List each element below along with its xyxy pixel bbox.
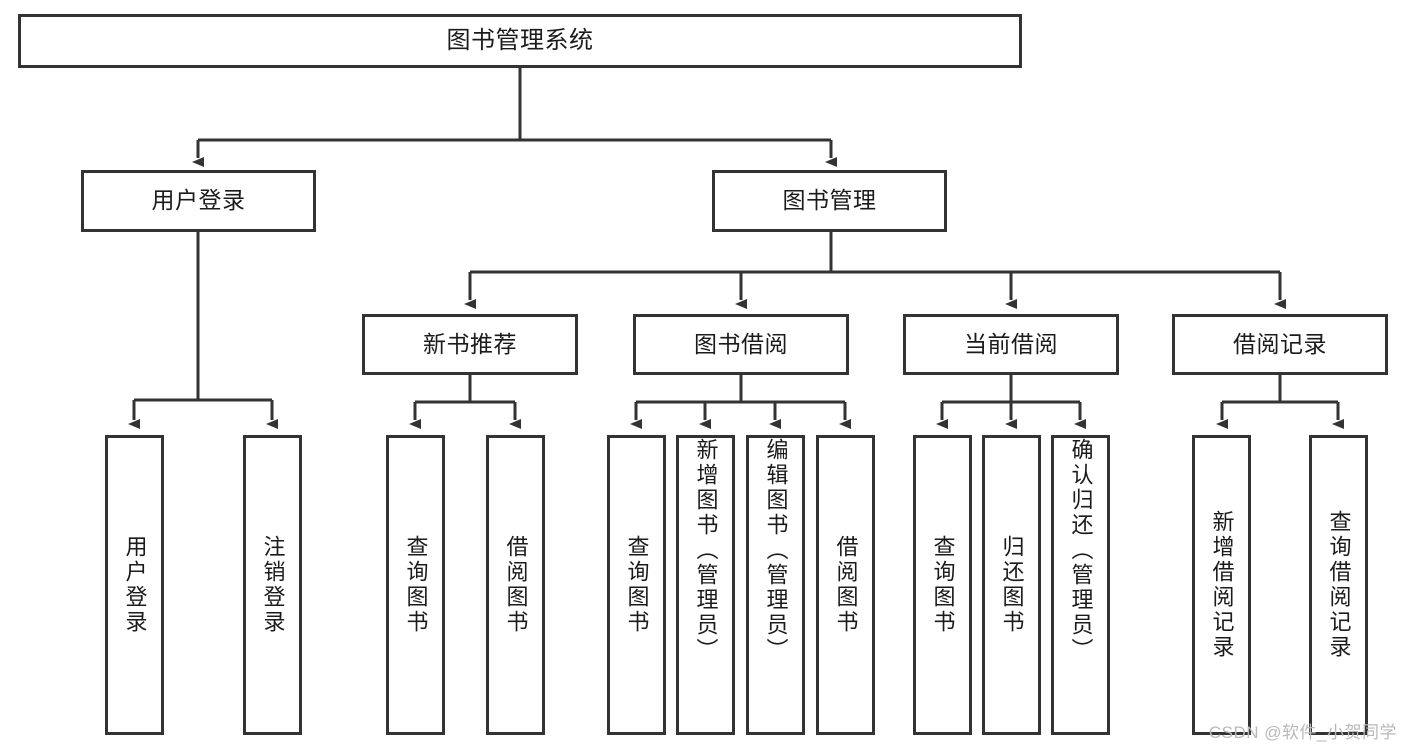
- leaf-confirm-return-admin[interactable]: 确认归还（管理员）: [1051, 435, 1110, 735]
- leaf-query-book-recommend[interactable]: 查询图书: [386, 435, 445, 735]
- node-label: 查询图书: [624, 535, 650, 635]
- node-book-management[interactable]: 图书管理: [712, 170, 947, 232]
- csdn-watermark: CSDN @软件_小贺同学: [1208, 723, 1397, 742]
- node-label: 用户登录: [122, 535, 148, 635]
- node-new-book-recommend[interactable]: 新书推荐: [362, 314, 578, 375]
- leaf-add-borrow-record[interactable]: 新增借阅记录: [1192, 435, 1251, 735]
- node-label: 查询图书: [930, 535, 956, 635]
- node-label: 新增图书（管理员）: [693, 438, 719, 663]
- leaf-logout-login[interactable]: 注销登录: [243, 435, 302, 735]
- node-user-login[interactable]: 用户登录: [81, 170, 316, 232]
- node-label: 新增借阅记录: [1209, 510, 1235, 660]
- node-label: 注销登录: [260, 535, 286, 635]
- leaf-query-book-current[interactable]: 查询图书: [913, 435, 972, 735]
- node-label: 用户登录: [151, 187, 246, 214]
- node-label: 图书借阅: [694, 330, 788, 357]
- leaf-user-login[interactable]: 用户登录: [105, 435, 164, 735]
- leaf-edit-book-admin[interactable]: 编辑图书（管理员）: [746, 435, 805, 735]
- node-label: 图书管理: [782, 187, 877, 214]
- node-label: 图书管理系统: [446, 26, 594, 54]
- node-label: 确认归还（管理员）: [1068, 438, 1094, 663]
- node-label: 查询图书: [403, 535, 429, 635]
- node-label: 编辑图书（管理员）: [763, 438, 789, 663]
- node-label: 查询借阅记录: [1326, 510, 1352, 660]
- node-label: 借阅图书: [833, 535, 859, 635]
- node-label: 借阅记录: [1233, 330, 1327, 357]
- node-label: 借阅图书: [503, 535, 529, 635]
- node-borrow-record[interactable]: 借阅记录: [1172, 314, 1388, 375]
- node-root-book-management-system[interactable]: 图书管理系统: [18, 14, 1022, 68]
- node-current-borrow[interactable]: 当前借阅: [903, 314, 1119, 375]
- leaf-return-book[interactable]: 归还图书: [982, 435, 1041, 735]
- leaf-add-book-admin[interactable]: 新增图书（管理员）: [676, 435, 735, 735]
- node-label: 归还图书: [999, 535, 1025, 635]
- leaf-query-book-borrow[interactable]: 查询图书: [607, 435, 666, 735]
- leaf-borrow-book-recommend[interactable]: 借阅图书: [486, 435, 545, 735]
- node-label: 当前借阅: [964, 330, 1058, 357]
- node-label: 新书推荐: [423, 330, 517, 357]
- node-book-borrow[interactable]: 图书借阅: [633, 314, 849, 375]
- leaf-query-borrow-record[interactable]: 查询借阅记录: [1309, 435, 1368, 735]
- leaf-borrow-book[interactable]: 借阅图书: [816, 435, 875, 735]
